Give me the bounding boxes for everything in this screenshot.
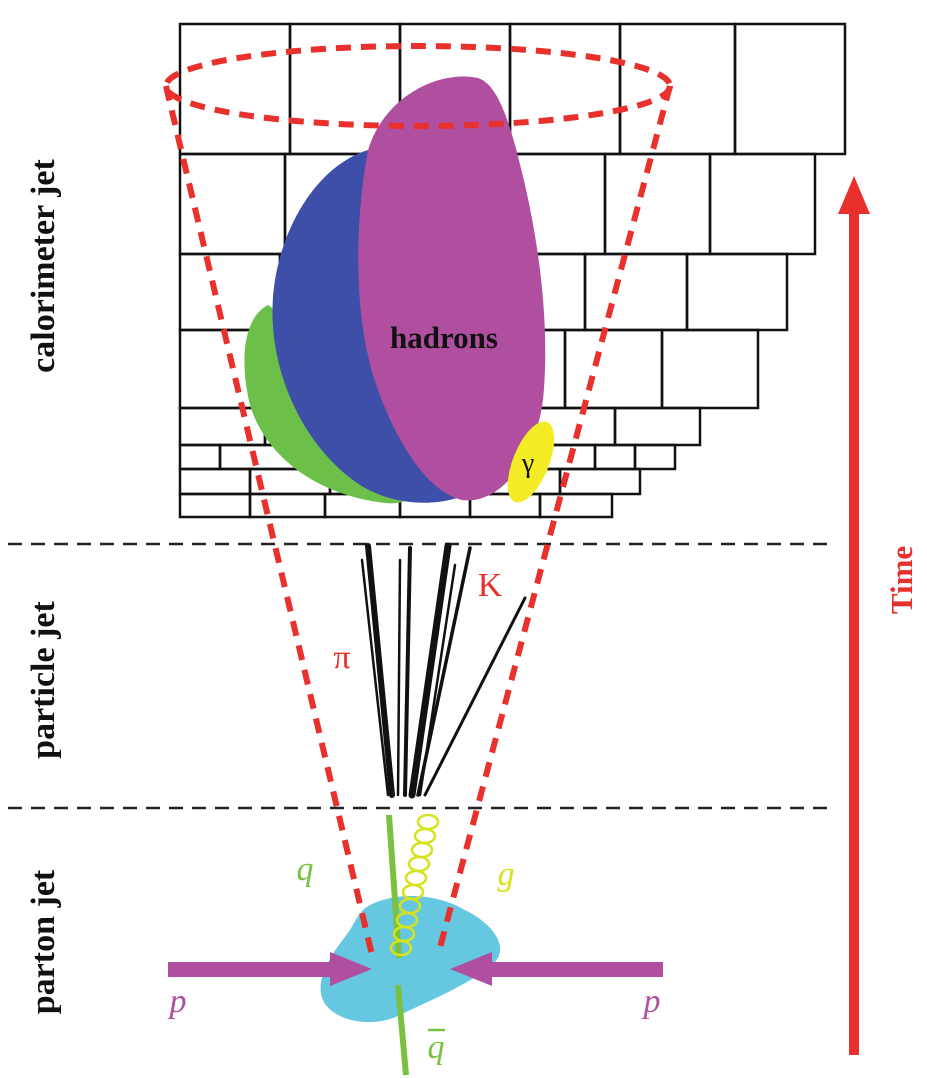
gamma-label: γ [521, 448, 534, 479]
particle-track [365, 543, 395, 798]
calorimeter-cell [178, 443, 222, 471]
calorimeter-cell [558, 467, 642, 496]
parton-jet-label: parton jet [25, 869, 62, 1014]
calorimeter-cell [613, 406, 702, 447]
proton-beam-left [168, 952, 372, 986]
calorimeter-cell [685, 252, 789, 332]
calorimeter-cell [508, 22, 622, 156]
gluon-coil [389, 813, 440, 957]
calorimeter-cell [563, 328, 664, 410]
pion-label: π [333, 639, 350, 676]
particle-track [408, 542, 452, 799]
calorimeter-cell [660, 328, 760, 410]
calorimeter-cell [178, 492, 252, 519]
calorimeter-cell [583, 252, 689, 332]
calorimeter-cell [538, 492, 614, 519]
antiquark-line [395, 984, 409, 1076]
proton-left-label: p [168, 983, 187, 1020]
particle-track [403, 546, 412, 797]
particle-track [423, 596, 527, 797]
hadrons-label: hadrons [390, 320, 498, 355]
collision-region [320, 895, 501, 1023]
jet-cone [163, 43, 673, 956]
calorimeter-cell [633, 443, 677, 471]
calorimeter-jet-label: calorimeter jet [25, 159, 62, 373]
proton-right-label: p [642, 983, 661, 1020]
calorimeter-cell [603, 152, 712, 256]
kaon-label: K [478, 567, 503, 604]
particle-track [418, 563, 457, 797]
particle-jet-label: particle jet [25, 601, 62, 759]
calorimeter-cell [178, 152, 287, 256]
particle-track [360, 558, 390, 797]
calorimeter-cell [248, 492, 327, 519]
particle-track [396, 558, 402, 797]
proton-beam-right [450, 952, 663, 986]
blue-hadron-deposit [272, 150, 470, 503]
quark-label: q [297, 851, 314, 888]
green-hadron-deposit [244, 305, 409, 504]
calorimeter-cell [618, 22, 737, 156]
quark-line [386, 814, 402, 959]
antiquark-label: q [428, 1029, 445, 1066]
calorimeter-cell [708, 152, 817, 256]
time-label: Time [884, 546, 919, 614]
time-arrow-icon [838, 176, 870, 1055]
gluon-label: g [498, 856, 515, 893]
photon-deposit [507, 421, 555, 503]
calorimeter-cell [178, 22, 292, 156]
particle-tracks [360, 542, 527, 799]
calorimeter-cell [178, 467, 252, 496]
calorimeter-cell [733, 22, 847, 156]
calorimeter-cell [593, 443, 637, 471]
magenta-hadron-deposit [358, 76, 546, 501]
